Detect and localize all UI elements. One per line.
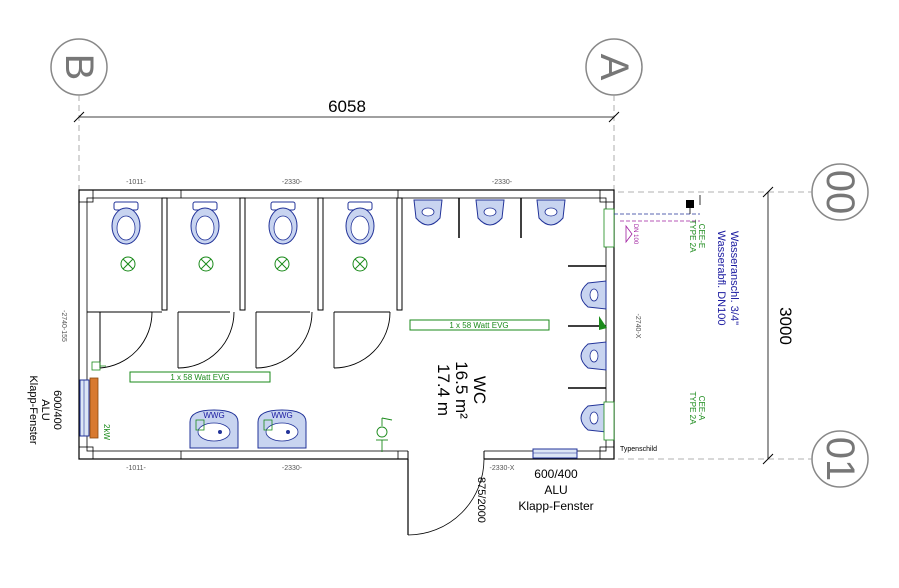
water-line-2: Wasserabfl. DN100 bbox=[715, 231, 727, 326]
cee-socket-top: CEE-E TYPE 2A bbox=[603, 208, 706, 254]
water-line-1: Wasseranschl. 3/4" bbox=[728, 231, 740, 325]
light-fixture-lower: 1 x 58 Watt EVG bbox=[129, 371, 271, 383]
urinal-top-1 bbox=[413, 199, 443, 226]
depth-dimension: 3000 bbox=[762, 186, 795, 465]
top-seg-3: -2330- bbox=[492, 179, 513, 186]
urinal-right-3 bbox=[580, 403, 607, 433]
bottom-seg-2: -2330- bbox=[282, 465, 303, 472]
flag-icon bbox=[599, 316, 607, 330]
grid-marker-a: A bbox=[585, 38, 643, 96]
outer-walls bbox=[78, 189, 615, 460]
urinal-top-3 bbox=[536, 199, 566, 226]
heater: 2kW bbox=[89, 377, 111, 440]
grid-label-01: 01 bbox=[818, 437, 862, 482]
door-size: 875/2000 bbox=[475, 477, 487, 523]
basin-2-label: WWG bbox=[271, 411, 292, 420]
width-dimension-label: 6058 bbox=[328, 97, 366, 116]
room-area-2: 17.4 m bbox=[434, 364, 453, 416]
window-left-material: ALU bbox=[39, 399, 51, 420]
window-bottom bbox=[532, 448, 578, 459]
wash-basin-1: WWG bbox=[189, 409, 239, 449]
grid-label-b: B bbox=[57, 54, 101, 81]
ceiling-light-icon bbox=[352, 256, 368, 272]
grid-marker-01: 01 bbox=[811, 430, 869, 488]
entrance-door: 875/2000 bbox=[407, 449, 487, 536]
left-side-dim: -2740-155 bbox=[60, 310, 67, 342]
socket-icon bbox=[91, 361, 106, 371]
window-left-type: Klapp-Fenster bbox=[27, 375, 39, 444]
room-name: WC bbox=[470, 376, 489, 404]
bottom-seg-3: -2330-X bbox=[490, 465, 515, 472]
grid-marker-00: 00 bbox=[811, 163, 869, 221]
cee-socket-bottom: CEE-A TYPE 2A bbox=[603, 392, 706, 441]
heater-label: 2kW bbox=[102, 424, 111, 440]
window-bottom-type: Klapp-Fenster bbox=[518, 499, 593, 513]
room-area: 16.5 m² bbox=[452, 361, 471, 419]
toilet-4 bbox=[345, 201, 375, 245]
toilet-2 bbox=[190, 201, 220, 245]
urinal-right-1 bbox=[580, 280, 607, 310]
width-dimension: 6058 bbox=[73, 97, 620, 123]
basin-1-label: WWG bbox=[203, 411, 224, 420]
room-label: WC 16.5 m² 17.4 m bbox=[434, 361, 489, 419]
window-left-label: 600/400 ALU Klapp-Fenster bbox=[27, 375, 63, 444]
window-bottom-size: 600/400 bbox=[534, 467, 578, 481]
light-upper-label: 1 x 58 Watt EVG bbox=[449, 321, 508, 330]
urinal-right-2 bbox=[580, 341, 607, 371]
ceiling-light-icon bbox=[198, 256, 214, 272]
floor-drain-icon bbox=[376, 417, 393, 452]
toilet-3 bbox=[268, 201, 298, 245]
cee-bottom-line1: CEE-A bbox=[697, 396, 706, 421]
light-lower-label: 1 x 58 Watt EVG bbox=[170, 373, 229, 382]
grid-marker-b: B bbox=[50, 38, 108, 96]
typeplate-label: Typenschild bbox=[620, 446, 657, 453]
grid-label-00: 00 bbox=[818, 170, 862, 215]
bottom-seg-1: -1011- bbox=[126, 465, 146, 472]
cubicle-partitions bbox=[87, 197, 403, 368]
cee-bottom-line2: TYPE 2A bbox=[688, 392, 697, 426]
window-bottom-material: ALU bbox=[544, 483, 567, 497]
depth-dimension-label: 3000 bbox=[776, 307, 795, 345]
toilet-1 bbox=[111, 201, 141, 245]
wash-basin-2: WWG bbox=[257, 409, 307, 449]
cubicle-doors bbox=[99, 311, 391, 369]
cee-top-line1: CEE-E bbox=[697, 224, 706, 248]
window-left-size: 600/400 bbox=[51, 390, 63, 430]
ceiling-light-icon bbox=[120, 256, 136, 272]
light-fixture-upper: 1 x 58 Watt EVG bbox=[409, 319, 550, 331]
top-seg-1: -1011- bbox=[126, 179, 146, 186]
water-connection: DN 100 Wasseranschl. 3/4" Wasserabfl. DN… bbox=[614, 195, 740, 325]
urinal-top-2 bbox=[475, 199, 505, 226]
grid-label-a: A bbox=[592, 54, 636, 81]
cee-top-line2: TYPE 2A bbox=[688, 220, 697, 254]
window-left bbox=[79, 379, 90, 437]
top-seg-2: -2330- bbox=[282, 179, 303, 186]
right-side-dim: -2740-X bbox=[634, 314, 641, 339]
dn-label: DN 100 bbox=[632, 224, 638, 245]
ceiling-light-icon bbox=[274, 256, 290, 272]
